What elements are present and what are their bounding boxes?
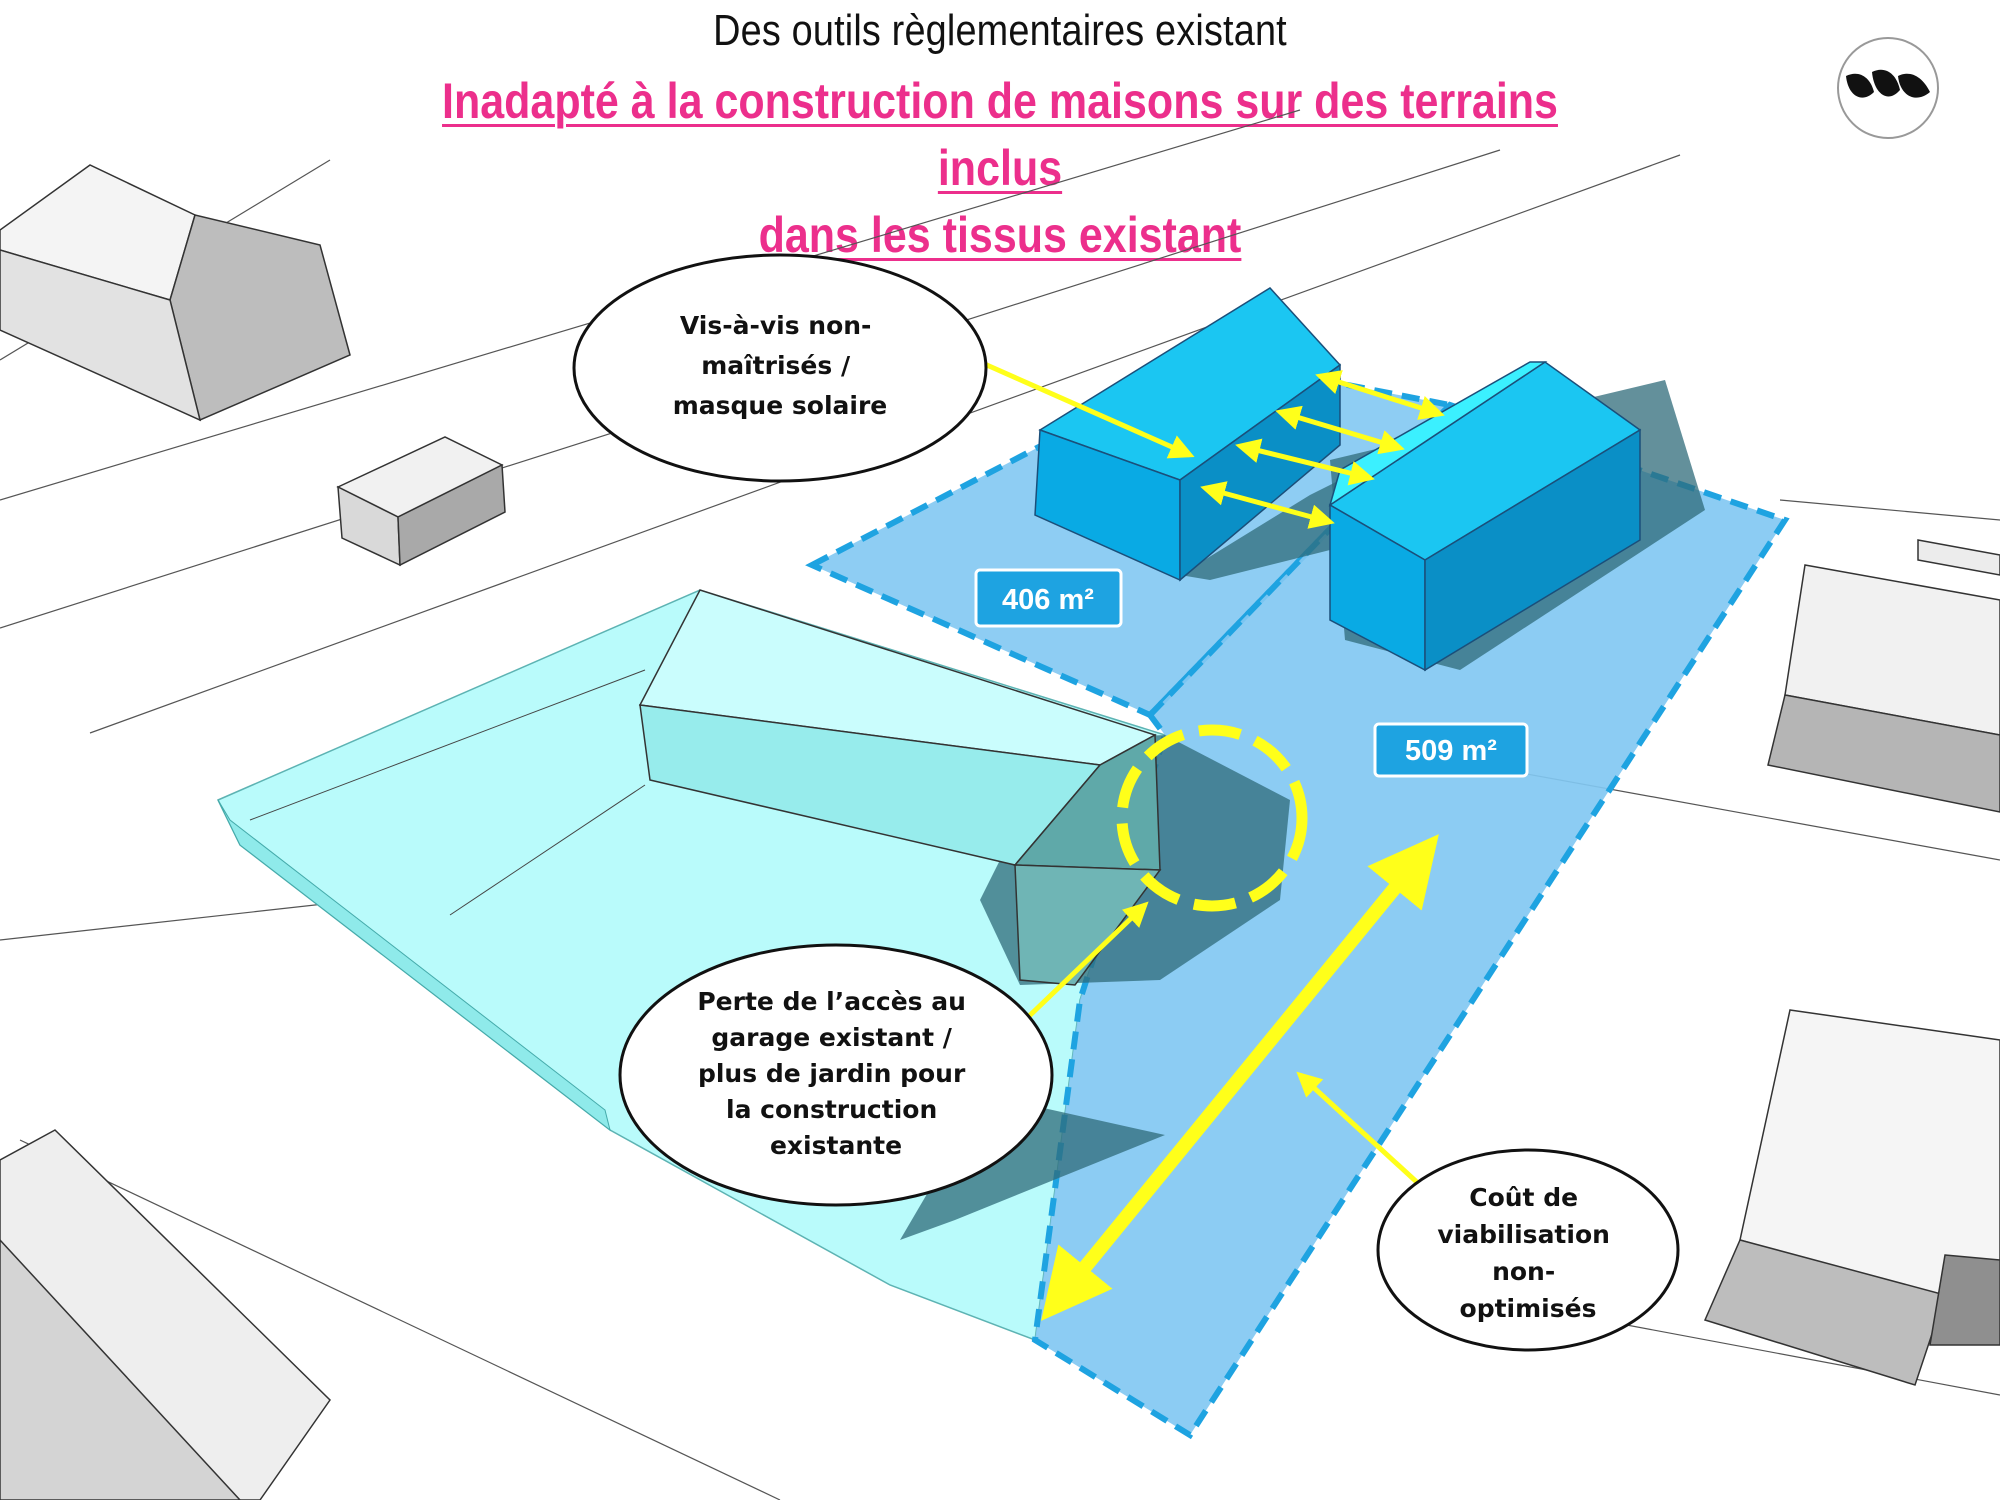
callout-cout: Coût de viabilisation non- optimisés (1376, 1148, 1680, 1352)
svg-text:Perte de l’accès au ga: Perte de l’accès au garage existant / pl… (697, 987, 974, 1160)
frontage-length-arrow (1041, 834, 1439, 1321)
svg-text:Vis-à-vis non- maîtris: Vis-à-vis non- maîtrisés / masque solair… (673, 311, 888, 420)
neighbor-annex-small (336, 436, 506, 567)
vis-a-vis-arrows (1200, 370, 1445, 529)
callout-garage: Perte de l’accès au garage existant / pl… (618, 943, 1054, 1207)
callout-vis-a-vis: Vis-à-vis non- maîtrisés / masque solair… (572, 253, 988, 483)
leaf-logo-icon (1837, 37, 1939, 139)
page-subtitle: Inadapté à la construction de maisons su… (381, 68, 1619, 269)
subtitle-line-1: Inadapté à la construction de maisons su… (442, 73, 1558, 196)
area-label-509: 509 m² (1373, 722, 1529, 778)
neighbor-house-right-mid (1767, 539, 2000, 813)
area-label-406: 406 m² (974, 568, 1123, 628)
page-title: Des outils règlementaires existant (713, 6, 1287, 55)
neighbor-house-top-left (0, 164, 351, 422)
subtitle-line-2: dans les tissus existant (758, 207, 1242, 263)
new-house-right (1328, 361, 1642, 672)
svg-text:Coût de viabilisation: Coût de viabilisation non- optimisés (1437, 1183, 1618, 1323)
neighbor-house-bottom-left (0, 1129, 331, 1500)
svg-text:509 m²: 509 m² (1405, 735, 1497, 767)
neighbor-house-right-bottom (1703, 1009, 2000, 1386)
svg-text:406 m²: 406 m² (1002, 584, 1094, 616)
